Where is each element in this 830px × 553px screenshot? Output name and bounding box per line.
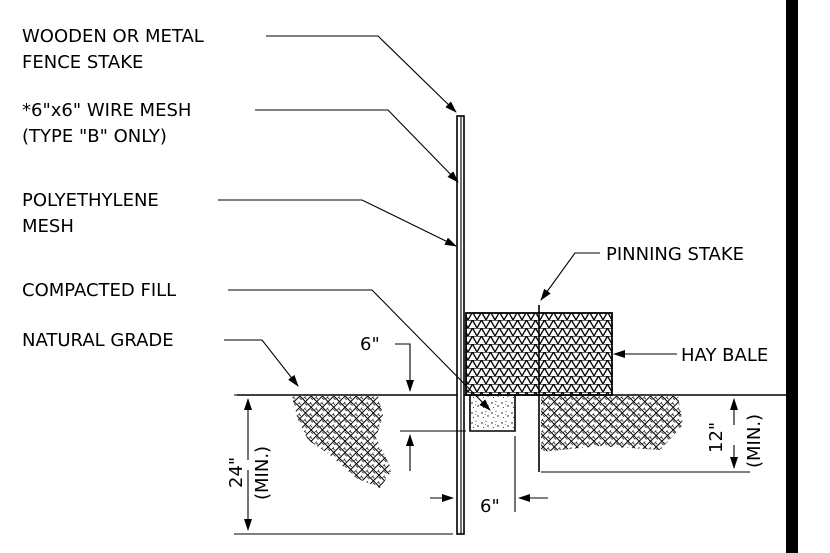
- soil-hatch-left: [292, 396, 392, 488]
- dim-depth-arrow-top: [395, 343, 414, 392]
- dim-text-stake-embed: 12": [706, 422, 727, 453]
- dim-text-stake-embed-min: (MIN.): [744, 414, 765, 468]
- label-compacted-fill: COMPACTED FILL: [22, 280, 176, 301]
- label-fence-stake-line1: WOODEN OR METAL: [22, 26, 204, 47]
- label-pinning-stake: PINNING STAKE: [606, 244, 744, 265]
- trench-outline: [469, 395, 516, 432]
- compacted-fill-area: [471, 396, 514, 430]
- label-natural-grade: NATURAL GRADE: [22, 330, 174, 351]
- leader-fence-stake: [266, 35, 457, 113]
- label-poly-mesh-line1: POLYETHYLENE: [22, 190, 159, 211]
- leader-wire-mesh: [255, 109, 459, 183]
- dim-text-trench-depth: 6": [360, 334, 380, 355]
- right-frame-border: [786, 0, 798, 553]
- dim-text-fence-embed: 24": [226, 457, 247, 488]
- soil-hatch-right: [541, 396, 683, 452]
- label-hay-bale: HAY BALE: [681, 345, 768, 366]
- leader-natural-grade: [224, 339, 299, 387]
- label-wire-mesh-line2: (TYPE "B" ONLY): [22, 126, 167, 147]
- label-wire-mesh-line1: *6"x6" WIRE MESH: [22, 100, 191, 121]
- dim-text-trench-width: 6": [480, 496, 500, 517]
- dim-text-fence-embed-min: (MIN.): [252, 446, 273, 500]
- leader-pinning-stake: [540, 252, 600, 301]
- label-fence-stake-line2: FENCE STAKE: [22, 52, 143, 73]
- leader-compacted-fill: [228, 289, 491, 411]
- label-poly-mesh-line2: MESH: [22, 216, 74, 237]
- leader-poly-mesh: [218, 199, 457, 247]
